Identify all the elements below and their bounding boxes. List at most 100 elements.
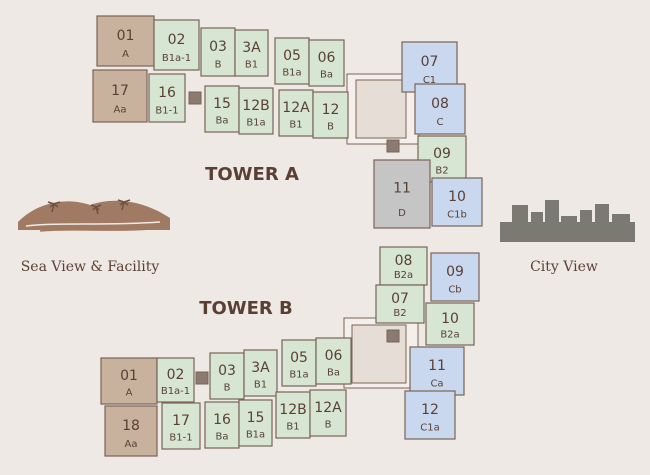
unit-shape (281, 339, 317, 387)
unit-type: D (398, 208, 406, 219)
unit-shape (312, 91, 349, 139)
unit-shape (238, 399, 273, 447)
unit-type: A (122, 49, 129, 60)
sea-view-label: Sea View & Facility (21, 259, 160, 275)
stair-icon (188, 91, 202, 105)
unit-number: 16 (158, 85, 176, 101)
unit-shape (209, 352, 245, 400)
unit-number: 10 (441, 311, 459, 327)
unit-type: B (327, 122, 334, 133)
unit-shape (379, 246, 428, 286)
city-view-label: City View (530, 259, 598, 275)
unit-number: 17 (172, 413, 190, 429)
unit-type: B1a (289, 370, 308, 381)
unit-shape (234, 29, 269, 77)
tower-a-unit-03[interactable]: 03B (200, 27, 236, 77)
unit-shape (238, 87, 274, 135)
unit-number: 02 (167, 367, 185, 383)
unit-shape (161, 402, 201, 450)
unit-number: 12 (322, 102, 340, 118)
unit-number: 16 (213, 412, 231, 428)
unit-number: 02 (168, 32, 186, 48)
unit-type: B (325, 420, 332, 431)
unit-number: 05 (290, 350, 308, 366)
unit-number: 11 (393, 181, 411, 197)
unit-shape (315, 337, 352, 385)
unit-type: Ba (320, 70, 333, 81)
tower-a-unit-11[interactable]: 11D (373, 159, 431, 229)
unit-number: 10 (448, 189, 466, 205)
unit-shape (275, 391, 311, 439)
unit-type: C (437, 117, 444, 128)
tower-b-unit-01[interactable]: 01A (100, 357, 158, 405)
unit-shape (373, 159, 431, 229)
unit-number: 12A (282, 100, 310, 116)
unit-number: 15 (247, 410, 265, 426)
unit-type: C1 (423, 75, 436, 86)
unit-type: B1a (246, 430, 265, 441)
unit-type: A (126, 388, 133, 399)
city-skyline-illustration (500, 200, 635, 242)
unit-number: 09 (446, 264, 464, 280)
unit-type: B1-1 (155, 105, 178, 116)
unit-type: B (224, 383, 231, 394)
unit-type: B (215, 59, 222, 70)
unit-number: 06 (318, 50, 336, 66)
tower-a-unit-08[interactable]: 08C (414, 83, 466, 135)
unit-number: 05 (283, 48, 301, 64)
unit-number: 17 (111, 83, 129, 99)
stair-icon (386, 139, 400, 153)
unit-type: B1a-1 (162, 53, 191, 64)
unit-type: B1a (282, 68, 301, 79)
unit-shape (431, 177, 483, 227)
unit-shape (204, 401, 240, 449)
unit-number: 08 (395, 253, 413, 269)
unit-shape (308, 39, 345, 87)
unit-type: B2 (435, 166, 448, 177)
unit-type: Ca (430, 378, 443, 389)
unit-type: B1-1 (169, 433, 192, 444)
unit-type: Ba (327, 368, 340, 379)
unit-shape (204, 85, 240, 133)
unit-type: Ba (216, 116, 229, 127)
unit-number: 11 (428, 358, 446, 374)
unit-number: 15 (213, 96, 231, 112)
unit-number: 07 (391, 291, 409, 307)
unit-type: Ba (216, 432, 229, 443)
tower-b-unit-03[interactable]: 03B (209, 352, 245, 400)
unit-type: B1 (245, 60, 258, 71)
tower-a-unit-12[interactable]: 12B (312, 91, 349, 139)
unit-type: B2a (440, 329, 459, 340)
unit-number: 01 (117, 28, 135, 44)
tower-a-unit-01[interactable]: 01A (96, 15, 155, 67)
unit-number: 3A (242, 40, 261, 56)
unit-shape (430, 252, 480, 302)
